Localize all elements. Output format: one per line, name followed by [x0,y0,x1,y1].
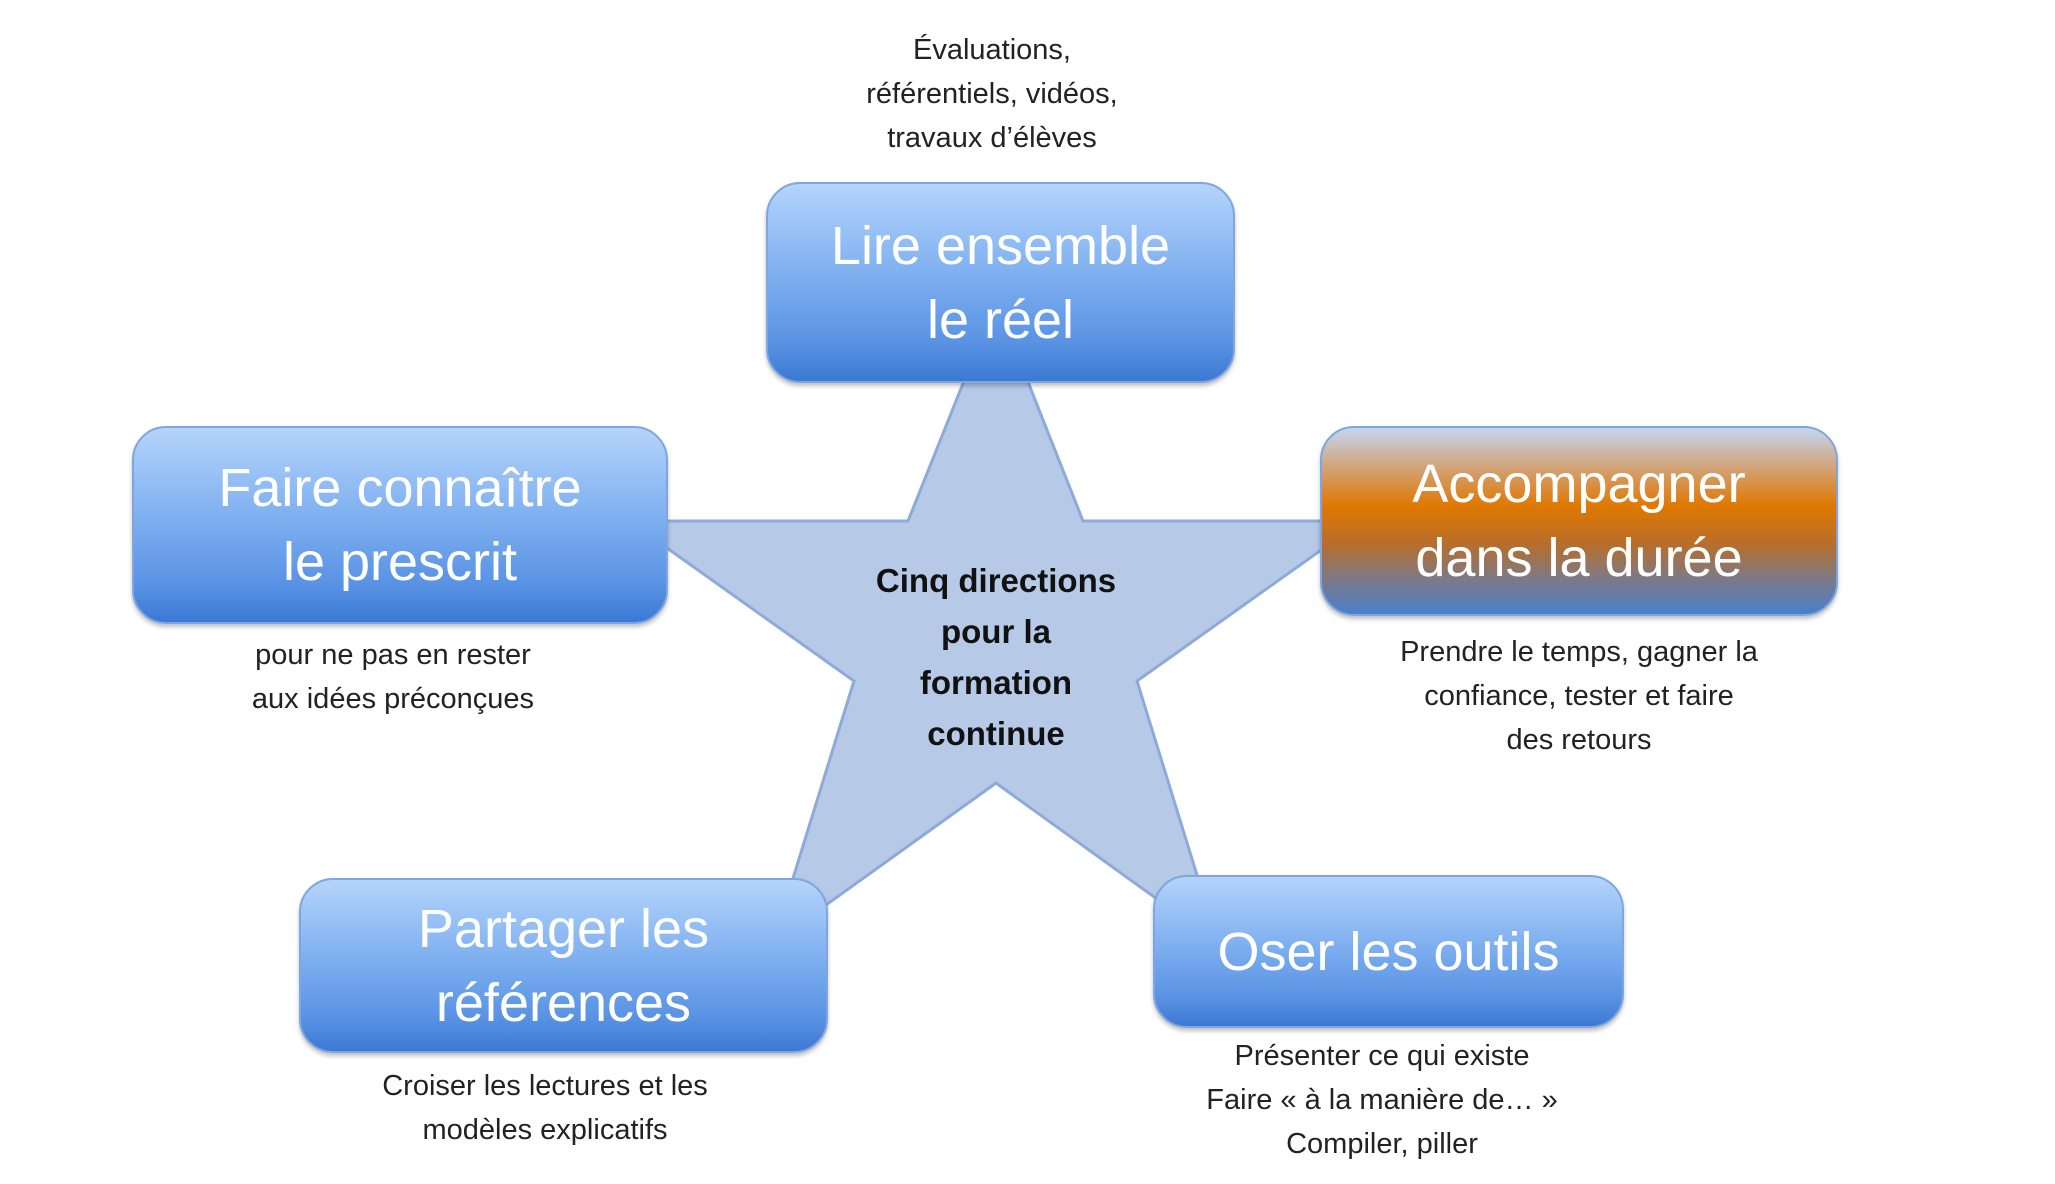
caption-accompagner: Prendre le temps, gagner la confiance, t… [1400,630,1758,762]
node-oser-les-outils: Oser les outils [1153,875,1624,1028]
caption-line: Évaluations, [913,34,1071,66]
caption-oser: Présenter ce qui existe Faire « à la man… [1206,1034,1557,1166]
node-title-line: Oser les outils [1217,921,1560,982]
node-title-line: le prescrit [282,532,518,592]
center-label: Cinq directions pour la formation contin… [876,555,1116,759]
node-partager-les-references: Partager les références [299,878,828,1053]
center-line: Cinq directions [875,562,1117,599]
caption-partager: Croiser les lectures et les modèles expl… [382,1064,708,1152]
caption-line: confiance, tester et faire [1424,680,1734,712]
caption-line: Croiser les lectures et les [382,1070,708,1102]
caption-line: pour ne pas en rester [255,639,531,671]
node-title-line: le réel [926,289,1075,350]
caption-line: Compiler, piller [1286,1128,1478,1160]
node-title-line: dans la durée [1415,528,1743,588]
caption-line: référentiels, vidéos, [866,78,1118,110]
node-lire-ensemble-le-reel: Lire ensemble le réel [766,182,1235,383]
caption-line: travaux d’élèves [887,122,1097,154]
node-title-line: Partager les [417,898,710,959]
caption-line: des retours [1506,724,1652,756]
node-title-line: Accompagner [1412,454,1746,514]
caption-faire: pour ne pas en rester aux idées préconçu… [252,633,534,721]
center-line: formation [919,664,1073,701]
node-faire-connaitre-le-prescrit: Faire connaître le prescrit [132,426,668,624]
center-line: continue [927,715,1065,752]
caption-line: Prendre le temps, gagner la [1400,636,1758,668]
node-accompagner-dans-la-duree: Accompagner dans la durée [1320,426,1838,616]
star-polygon [624,296,1367,947]
caption-line: Présenter ce qui existe [1234,1040,1530,1072]
node-title-line: références [435,972,692,1033]
node-title-line: Lire ensemble [830,215,1171,276]
center-line: pour la [940,613,1051,650]
node-title-line: Faire connaître [218,458,582,518]
caption-lire: Évaluations, référentiels, vidéos, trava… [866,28,1117,160]
caption-line: Faire « à la manière de… » [1206,1084,1558,1116]
caption-line: modèles explicatifs [422,1114,668,1146]
caption-line: aux idées préconçues [251,683,535,715]
